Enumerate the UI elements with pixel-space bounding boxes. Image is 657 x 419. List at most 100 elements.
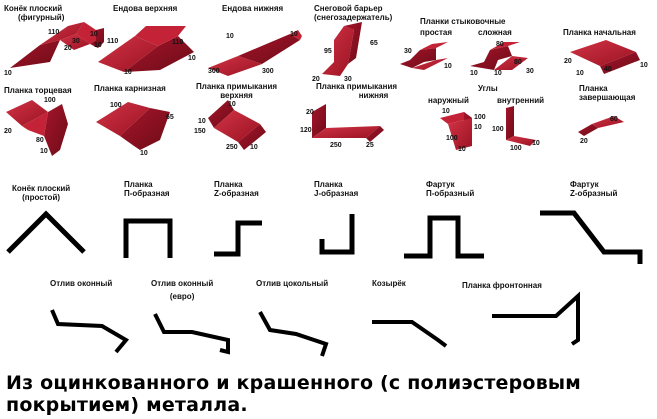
label-line2: Z-образный [570, 189, 618, 198]
dim: 80 [514, 59, 522, 66]
label-otliv-okonnyy: Отлив оконный [50, 279, 113, 288]
dim: 10 [470, 70, 478, 77]
footer-caption: Из оцинкованного и крашенного (с полиэст… [6, 372, 581, 416]
label-line2: J-образная [314, 189, 359, 198]
label-naruzhnyy: наружный [428, 96, 469, 105]
label-fartuk-p-obraznyy: Фартук П-образный [426, 180, 474, 198]
label-prostaya: простая [420, 28, 452, 37]
label-line2: (евро) [169, 292, 195, 301]
label-line2: (простой) [22, 193, 61, 202]
label-otliv-tsokolnyy: Отлив цокольный [256, 279, 329, 288]
label-endova-nizhnyaya: Ендова нижняя [222, 4, 284, 13]
label-snegovoy-barer: Снеговой барьер (снегозадержатель) [314, 4, 392, 22]
label-line2: завершающая [579, 93, 636, 102]
konek-figurnyy-image [10, 22, 104, 68]
dim: 80 [36, 137, 44, 144]
dim: 250 [226, 144, 238, 151]
label-slozhnaya: сложная [478, 28, 512, 37]
label-line2: Z-образная [214, 189, 259, 198]
label-endova-verhnyaya: Ендова верхняя [113, 4, 178, 13]
dim: 300 [208, 68, 220, 75]
label-line1: Отлив оконный [151, 279, 214, 288]
dim: 65 [370, 40, 378, 47]
dim: 20 [312, 76, 320, 83]
dim: 10 [458, 146, 466, 153]
dim: 10 [140, 150, 148, 157]
dim: 65 [166, 114, 174, 121]
dim: 100 [44, 97, 56, 104]
dim: 10 [188, 55, 196, 62]
label-planka-j-obraznaya: Планка J-образная [314, 180, 358, 198]
label-line1: Планка примыкания [316, 82, 398, 91]
label-kozyrek: Козырёк [372, 279, 406, 288]
label-konek-ploskiy-prostoy: Конёк плоский (простой) [12, 184, 70, 202]
endova-verhnyaya-image [98, 26, 194, 72]
dim: 20 [564, 58, 572, 65]
stykovochnaya-prostaya-image [400, 42, 448, 70]
label-line2: (фигурный) [18, 13, 65, 22]
dim: 120 [300, 127, 312, 134]
profile-j-obraznaya [319, 214, 355, 255]
dim: 60 [610, 116, 618, 123]
dim: 20 [64, 45, 72, 52]
planka-primykaniya-verhnyaya-image [208, 100, 266, 150]
label-line1: Конёк плоский [12, 184, 71, 193]
dim: 100 [110, 102, 122, 109]
label-planka-zavershayushchaya: Планка завершающая [579, 84, 635, 102]
dim: 110 [48, 29, 60, 36]
label-line1: Планка [579, 84, 608, 93]
dim: 110 [172, 39, 184, 46]
profiles-row2 [50, 291, 580, 357]
profile-otliv-okonnyy [50, 309, 130, 354]
profiles-row1 [6, 210, 643, 264]
dim: 10 [640, 62, 648, 69]
label-line1: Снеговой барьер [314, 4, 383, 13]
label-line2: верхняя [220, 91, 253, 100]
dim: 100 [474, 114, 486, 121]
dim: 20 [4, 128, 12, 135]
planka-zavershayushchaya-image [578, 116, 624, 136]
label-planki-stykovochnye: Планки стыковочные [420, 17, 506, 26]
dim: 40 [604, 66, 612, 73]
dim: 95 [324, 48, 332, 55]
ugol-vnutrenniy-image [506, 106, 536, 146]
dim: 80 [496, 41, 504, 48]
dim: 10 [290, 31, 298, 38]
endova-nizhnyaya-image [208, 30, 302, 76]
label-line2: П-образная [124, 189, 170, 198]
label-line2: (снегозадержатель) [314, 13, 393, 22]
profile-z-obraznaya [214, 220, 262, 257]
label-planka-tortsevaya: Планка торцевая [4, 86, 72, 95]
label-line1: Планка [314, 180, 343, 189]
label-konek-ploskiy-figurnyy: Конёк плоский (фигурный) [4, 4, 64, 22]
dim: 10 [442, 108, 450, 115]
dim: 150 [194, 128, 206, 135]
label-planka-karniznaya: Планка карнизная [94, 84, 166, 93]
dim: 10 [40, 148, 48, 155]
dim: 100 [446, 135, 458, 142]
dim: 10 [226, 33, 234, 40]
profile-fartuk-z-obraznyy [540, 210, 643, 264]
profile-fartuk-p-obraznyy [404, 215, 484, 259]
dim: 10 [228, 101, 236, 108]
label-vnutrenniy: внутренний [497, 96, 545, 105]
label-line1: Фартук [426, 180, 455, 189]
dim: 10 [576, 70, 584, 77]
label-fartuk-z-obraznyy: Фартук Z-образный [570, 180, 617, 198]
dim: 100 [492, 126, 504, 133]
dim: 100 [510, 145, 522, 152]
label-planka-frontonnaya: Планка фронтонная [462, 281, 542, 290]
label-line1: Планка [214, 180, 243, 189]
ugol-naruzhnyy-image [440, 112, 472, 150]
profile-otliv-tsokolnyy [258, 311, 329, 357]
label-planka-nachalnaya: Планка начальная [563, 28, 636, 37]
label-planka-p-obraznaya: Планка П-образная [124, 180, 170, 198]
planka-tortsevaya-image [6, 100, 68, 156]
planka-primykaniya-nizhnyaya-image [312, 104, 384, 142]
profile-kozyrek [372, 320, 448, 348]
dim: 10 [94, 42, 102, 49]
dim: 25 [366, 142, 374, 149]
label-line2: П-образный [426, 189, 475, 198]
profile-p-obraznaya [123, 218, 173, 258]
